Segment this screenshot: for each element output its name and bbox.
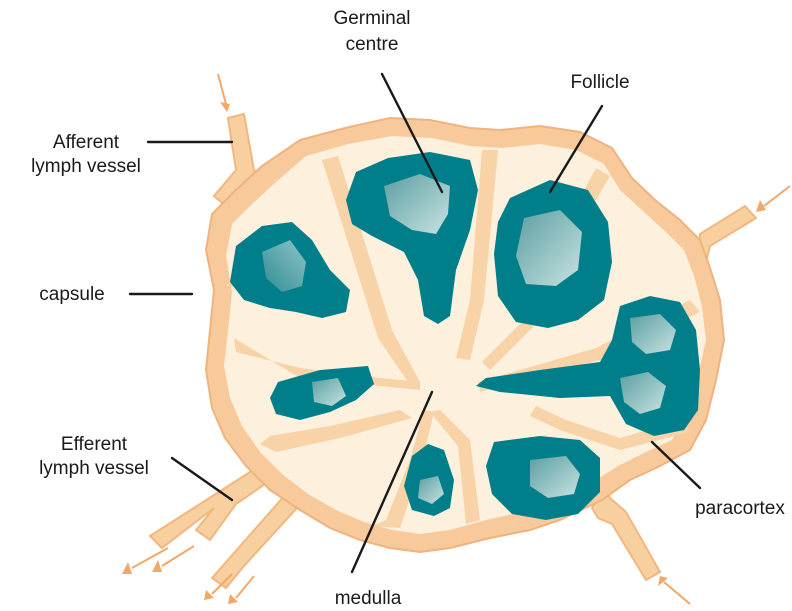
leader-efferent (172, 458, 232, 500)
label-efferent-line2: lymph vessel (39, 458, 149, 479)
label-germinal-centre-line1: Germinal (333, 8, 410, 29)
label-follicle: Follicle (570, 72, 629, 93)
label-germinal-centre-line2: centre (346, 34, 399, 55)
label-capsule: capsule (39, 284, 105, 305)
label-medulla: medulla (335, 588, 402, 609)
label-paracortex: paracortex (695, 498, 785, 519)
follicle-right-top (494, 180, 612, 328)
label-afferent-line1: Afferent (53, 132, 120, 153)
label-afferent-line2: lymph vessel (31, 156, 141, 177)
label-efferent-line1: Efferent (61, 434, 128, 455)
